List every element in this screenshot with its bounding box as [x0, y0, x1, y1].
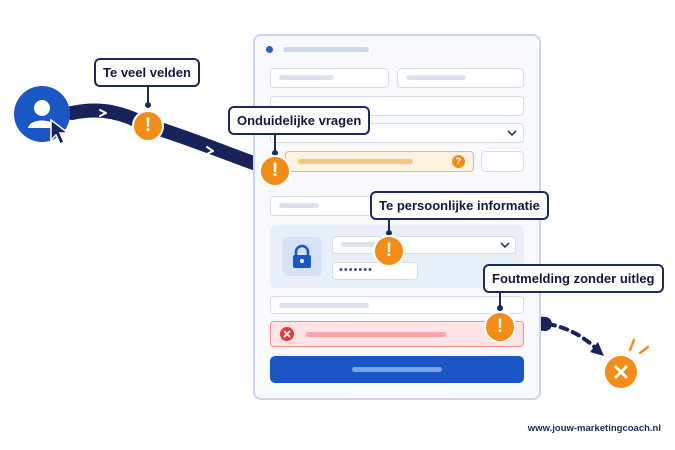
connector-dot [272, 150, 278, 156]
chevron-down-icon [500, 242, 510, 249]
user-journey-path-dashed [546, 322, 600, 352]
window-dot [266, 46, 273, 53]
mouse-cursor-icon [50, 118, 71, 146]
connector-line [499, 287, 501, 311]
help-icon[interactable]: ? [452, 155, 465, 168]
journey-end-arrow-icon [590, 342, 604, 356]
connector-line [274, 132, 276, 155]
connector-line [147, 80, 149, 106]
warning-icon: ! [132, 110, 164, 142]
footer-url[interactable]: www.jouw-marketingcoach.nl [527, 423, 661, 434]
connector-dot [497, 305, 503, 311]
callout-error-without-explanation: Foutmelding zonder uitleg [483, 264, 664, 293]
password-mask: ••••••• [339, 264, 373, 276]
personal-select-field[interactable] [332, 236, 516, 254]
connector-line [388, 215, 390, 235]
window-title-placeholder [283, 47, 369, 52]
error-icon [280, 327, 294, 341]
callout-too-many-fields: Te veel velden [94, 58, 200, 87]
lock-tile [282, 237, 322, 276]
text-field-3[interactable] [270, 296, 524, 314]
path-chevron-icon [99, 109, 107, 117]
path-chevron-icon [206, 146, 214, 155]
warning-icon: ! [259, 155, 291, 187]
lock-icon [293, 244, 311, 268]
fail-x-icon [605, 356, 637, 388]
submit-button[interactable] [270, 356, 524, 383]
unclear-question-field[interactable]: ? [285, 151, 474, 172]
connector-dot [386, 230, 392, 236]
error-field[interactable] [270, 321, 524, 347]
short-field[interactable] [481, 151, 524, 172]
warning-icon: ! [484, 311, 516, 343]
fail-burst-icon [628, 338, 650, 355]
password-field[interactable]: ••••••• [332, 262, 418, 280]
callout-unclear-questions: Onduidelijke vragen [228, 106, 371, 135]
warning-icon: ! [373, 235, 405, 267]
connector-dot [145, 102, 151, 108]
chevron-down-icon [507, 130, 517, 137]
first-name-field[interactable] [270, 68, 389, 88]
last-name-field[interactable] [397, 68, 524, 88]
callout-too-personal-info: Te persoonlijke informatie [370, 191, 549, 220]
